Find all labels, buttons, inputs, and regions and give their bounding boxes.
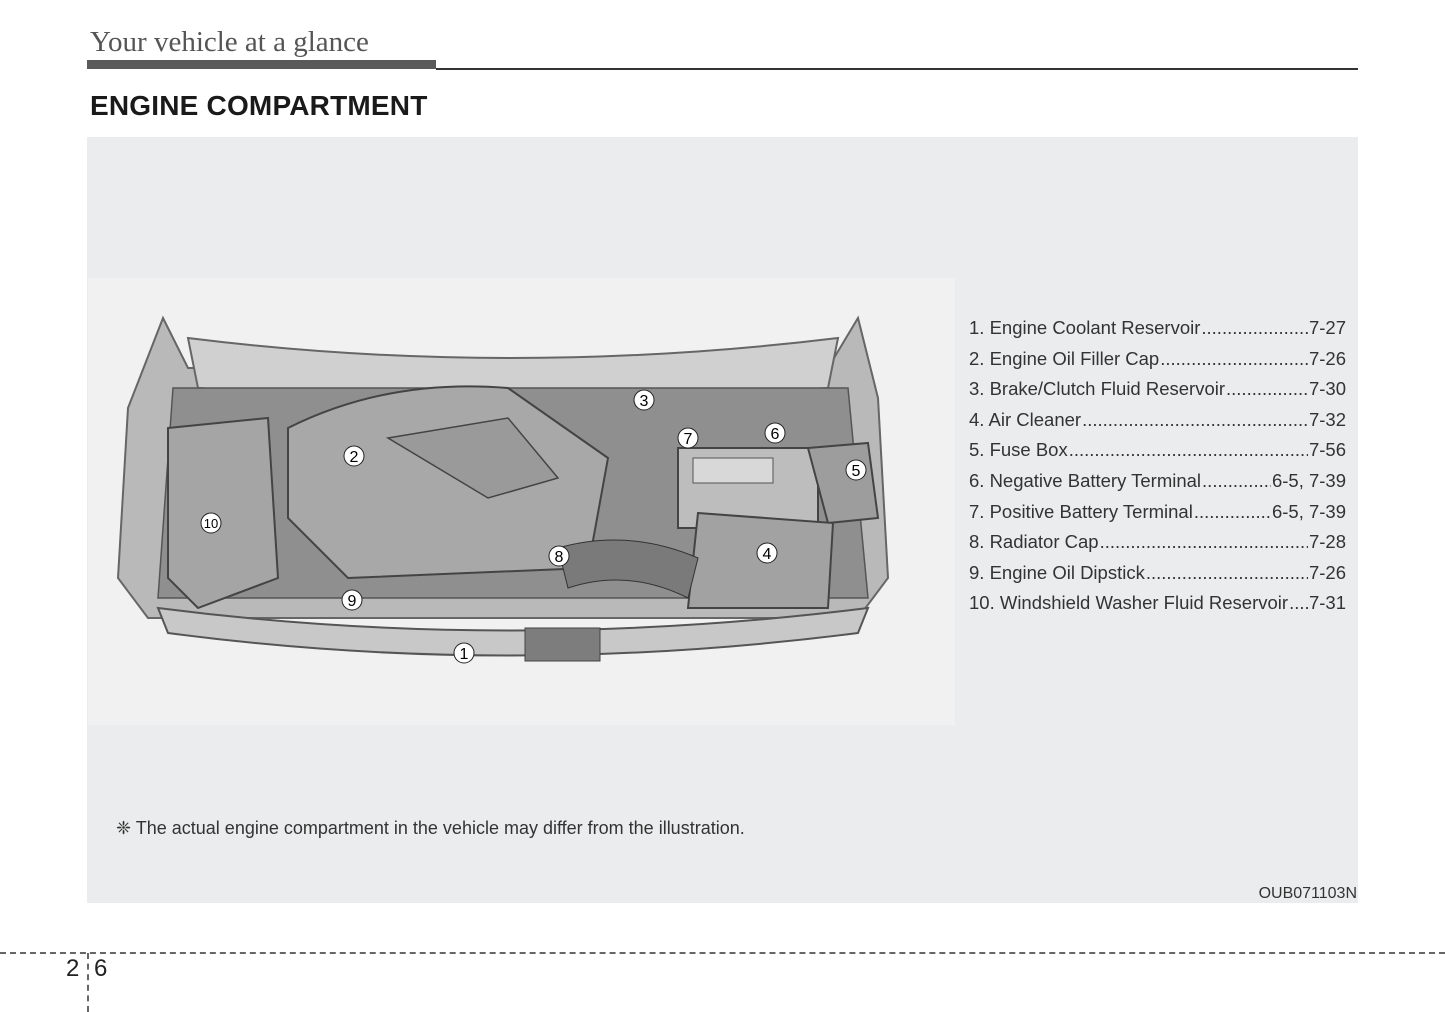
svg-text:6: 6 bbox=[771, 426, 780, 443]
leader-dots bbox=[1289, 590, 1308, 616]
legend-item: 1. Engine Coolant Reservoir 7-27 bbox=[969, 315, 1346, 346]
callout-6: 6 bbox=[764, 422, 786, 444]
chapter-number: 2 bbox=[66, 955, 80, 982]
image-code: OUB071103N bbox=[1258, 885, 1357, 902]
callout-9: 9 bbox=[341, 589, 363, 611]
leader-dots bbox=[1100, 529, 1308, 555]
legend-page: 6-5, 7-39 bbox=[1271, 469, 1346, 491]
callout-1: 1 bbox=[453, 642, 475, 664]
parts-legend: 1. Engine Coolant Reservoir 7-27 2. Engin… bbox=[969, 315, 1346, 621]
legend-label: 8. Radiator Cap bbox=[969, 531, 1099, 553]
leader-dots bbox=[1082, 407, 1308, 433]
leader-dots bbox=[1201, 315, 1308, 341]
leader-dots bbox=[1226, 376, 1308, 402]
legend-item: 10. Windshield Washer Fluid Reservoir 7-3… bbox=[969, 590, 1346, 621]
legend-page: 7-26 bbox=[1308, 347, 1346, 369]
callout-3: 3 bbox=[633, 389, 655, 411]
leader-dots bbox=[1194, 499, 1271, 525]
page-number: 6 bbox=[94, 955, 108, 982]
callout-4: 4 bbox=[756, 542, 778, 564]
legend-page: 7-30 bbox=[1308, 378, 1346, 400]
svg-text:8: 8 bbox=[555, 549, 564, 566]
legend-label: 7. Positive Battery Terminal bbox=[969, 500, 1193, 522]
legend-item: 6. Negative Battery Terminal 6-5, 7-39 bbox=[969, 468, 1346, 499]
footer-vertical-divider bbox=[87, 953, 89, 1012]
legend-label: 4. Air Cleaner bbox=[969, 408, 1082, 430]
callout-5: 5 bbox=[845, 459, 867, 481]
header-rule-thick bbox=[87, 60, 436, 69]
callout-7: 7 bbox=[677, 427, 699, 449]
legend-label: 2. Engine Oil Filler Cap bbox=[969, 347, 1160, 369]
legend-item: 3. Brake/Clutch Fluid Reservoir 7-30 bbox=[969, 376, 1346, 407]
legend-label: 10. Windshield Washer Fluid Reservoir bbox=[969, 592, 1289, 614]
legend-page: 7-56 bbox=[1308, 439, 1346, 461]
section-title: ENGINE COMPARTMENT bbox=[90, 90, 428, 121]
svg-text:1: 1 bbox=[460, 646, 469, 663]
svg-text:5: 5 bbox=[852, 463, 861, 480]
leader-dots bbox=[1160, 346, 1308, 372]
legend-item: 2. Engine Oil Filler Cap 7-26 bbox=[969, 346, 1346, 377]
illustration-note: ❈ The actual engine compartment in the v… bbox=[116, 818, 745, 838]
callout-2: 2 bbox=[343, 445, 365, 467]
legend-page: 7-27 bbox=[1308, 317, 1346, 338]
svg-text:9: 9 bbox=[348, 593, 357, 610]
legend-label: 3. Brake/Clutch Fluid Reservoir bbox=[969, 378, 1226, 400]
svg-text:10: 10 bbox=[204, 516, 218, 531]
svg-text:4: 4 bbox=[763, 546, 772, 563]
svg-text:2: 2 bbox=[350, 449, 359, 466]
legend-label: 1. Engine Coolant Reservoir bbox=[969, 317, 1201, 338]
legend-page: 7-31 bbox=[1308, 592, 1346, 614]
legend-label: 6. Negative Battery Terminal bbox=[969, 469, 1202, 491]
legend-page: 7-26 bbox=[1308, 561, 1346, 583]
legend-item: 5. Fuse Box 7-56 bbox=[969, 437, 1346, 468]
legend-label: 9. Engine Oil Dipstick bbox=[969, 561, 1145, 583]
legend-page: 6-5, 7-39 bbox=[1271, 500, 1346, 522]
running-header: Your vehicle at a glance bbox=[90, 26, 369, 58]
legend-item: 7. Positive Battery Terminal 6-5, 7-39 bbox=[969, 499, 1346, 530]
svg-text:7: 7 bbox=[684, 431, 693, 448]
footer-divider bbox=[0, 952, 1445, 954]
engine-compartment-illustration: 1 2 3 4 5 6 7 8 9 10 bbox=[88, 278, 955, 725]
legend-label: 5. Fuse Box bbox=[969, 439, 1068, 461]
leader-dots bbox=[1146, 560, 1308, 586]
callout-10: 10 bbox=[200, 512, 222, 534]
legend-item: 4. Air Cleaner 7-32 bbox=[969, 407, 1346, 438]
leader-dots bbox=[1202, 468, 1271, 494]
leader-dots bbox=[1069, 437, 1308, 463]
legend-page: 7-28 bbox=[1308, 531, 1346, 553]
svg-text:3: 3 bbox=[640, 393, 649, 410]
legend-page: 7-32 bbox=[1308, 408, 1346, 430]
legend-item: 9. Engine Oil Dipstick 7-26 bbox=[969, 560, 1346, 591]
callout-8: 8 bbox=[548, 545, 570, 567]
legend-item: 8. Radiator Cap 7-28 bbox=[969, 529, 1346, 560]
header-rule-thin bbox=[436, 68, 1358, 70]
